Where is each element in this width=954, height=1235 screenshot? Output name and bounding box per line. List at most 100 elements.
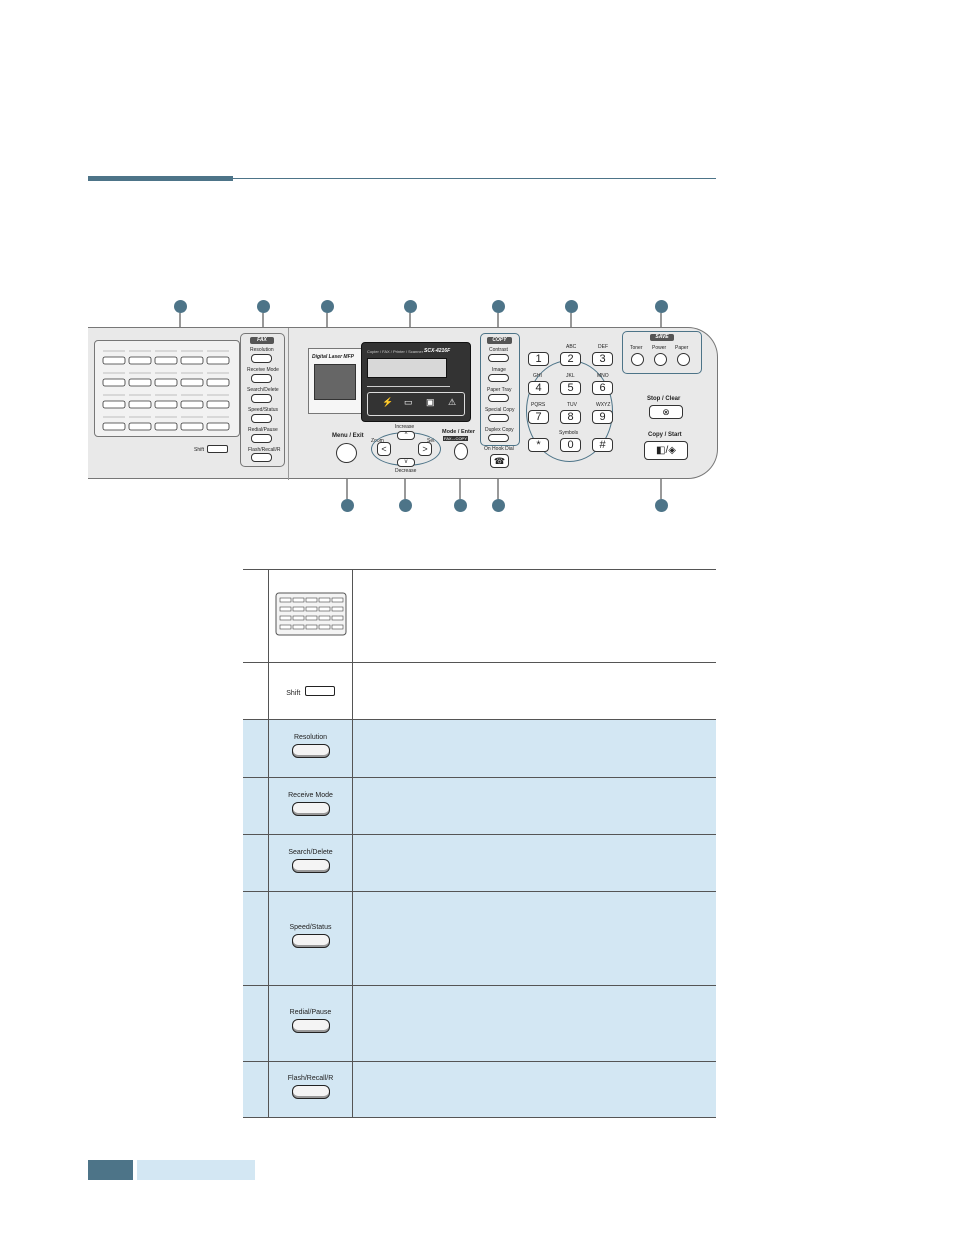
status-icons: ⚡ ▭ ▣ ⚠ [367,392,465,416]
power-save-button[interactable] [654,353,667,366]
search-delete-button[interactable] [251,394,272,403]
mode-enter-button[interactable] [454,443,468,460]
copy-start-label: Copy / Start [648,432,682,438]
key-letters: GHI [533,373,542,379]
paper-save-button[interactable] [677,353,690,366]
callout-dot [655,499,668,512]
copy-start-button[interactable]: ◧/◈ [644,441,688,460]
key-label-redial-pause: Redial/Pause [289,1009,332,1016]
callout-dot [492,300,505,313]
key-9[interactable]: 9 [592,410,613,424]
shift-key-label: Shift [286,690,301,697]
description-cell [352,891,716,986]
on-hook-dial-button[interactable]: ☎ [490,454,509,468]
flash-recall-key-shape [291,1085,330,1099]
section-rule-thick [88,176,233,181]
copy-label-duplex-copy: Duplex Copy [485,427,514,433]
save-header: SAVE [650,334,674,341]
copy-label-paper-tray: Paper Tray [487,387,512,393]
flash-recall-button[interactable] [251,453,272,462]
fax-group: FAX [240,333,285,467]
search-delete-key-shape [291,858,330,873]
speed-status-button[interactable] [251,414,272,423]
lcd-screen [367,358,447,378]
key-letters: TUV [567,402,577,408]
footer-page-tab [88,1160,133,1180]
button-description-table: Shift Resolution Receive Mode Search/Del… [243,569,716,1118]
lcd-rule [367,386,450,387]
key-0[interactable]: 0 [560,438,581,452]
key-2[interactable]: 2 [560,352,581,366]
stop-clear-label: Stop / Clear [647,396,681,402]
copy-label-special-copy: Special Copy [485,407,515,413]
key-label-search-delete: Search/Delete [288,848,333,856]
speed-status-key-shape [291,934,330,948]
printer-icon [314,364,356,400]
description-cell [352,719,716,778]
one-touch-dial-grid [94,340,240,437]
callout-dot [655,300,668,313]
decrease-button[interactable]: v [397,458,415,467]
description-cell [352,1061,716,1118]
key-label-flash-recall: Flash/Recall/R [287,1075,334,1082]
mode-enter-label: Mode / Enter [442,429,476,435]
image-button[interactable] [488,374,509,382]
left-arrow-button[interactable]: < [377,442,391,456]
on-hook-dial-label: On Hook Dial [484,446,514,452]
stop-clear-button[interactable]: ⊗ [649,405,683,419]
key-hash[interactable]: # [592,438,613,452]
table-row: Shift [243,662,716,720]
shift-label: Shift [194,447,205,453]
save-label-power: Power [652,345,667,351]
right-arrow-button[interactable]: > [418,442,432,456]
key-8[interactable]: 8 [560,410,581,424]
key-5[interactable]: 5 [560,381,581,395]
paper-tray-button[interactable] [488,394,509,402]
shift-key-shape [304,685,335,696]
redial-pause-key-shape [291,1019,330,1033]
copy-group: COPY [480,333,520,446]
copy-header: COPY [487,337,512,344]
stop-icon: ⊗ [662,407,670,417]
save-label-paper: Paper [675,345,689,351]
menu-exit-label: Menu / Exit [332,433,364,439]
control-panel-illustration: Shift FAX Resolution Receive Mode Search… [88,300,718,515]
key-star[interactable]: * [528,438,549,452]
table-row: Resolution [243,719,716,778]
table-row: Receive Mode [243,777,716,835]
lcd-title: Copier / FAX / Printer / Scanner [367,349,424,354]
table-row: Flash/Recall/R [243,1061,716,1118]
panel-divider [288,328,289,480]
resolution-button[interactable] [251,354,272,363]
key-label-resolution: Resolution [293,734,328,741]
key-letters: MNO [597,373,609,379]
lcd-housing: Copier / FAX / Printer / Scanner SCX-421… [361,342,471,422]
key-4[interactable]: 4 [528,381,549,395]
receive-mode-button[interactable] [251,374,272,383]
toner-save-button[interactable] [631,353,644,366]
callout-dot [454,499,467,512]
increase-button[interactable]: ^ [397,431,415,440]
key-1[interactable]: 1 [528,352,549,366]
key-3[interactable]: 3 [592,352,613,366]
contrast-button[interactable] [488,354,509,362]
key-7[interactable]: 7 [528,410,549,424]
duplex-copy-button[interactable] [488,434,509,442]
menu-exit-button[interactable] [336,443,357,463]
save-group: SAVE [622,331,702,374]
handset-icon: ☎ [493,456,506,466]
toner-icon: ▣ [426,397,435,407]
decrease-label: Decrease [395,468,417,474]
key-letters: ABC [566,344,577,350]
fax-label-redial-pause: Redial/Pause [248,427,278,433]
special-copy-button[interactable] [488,414,509,422]
fax-header: FAX [250,337,274,344]
key-6[interactable]: 6 [592,381,613,395]
start-icon: ◧/◈ [656,445,676,456]
shift-button[interactable] [207,445,228,453]
callout-dot [565,300,578,313]
key-letters: JKL [566,373,575,379]
callout-dot [174,300,187,313]
table-row: Speed/Status [243,891,716,986]
redial-pause-button[interactable] [251,434,272,443]
